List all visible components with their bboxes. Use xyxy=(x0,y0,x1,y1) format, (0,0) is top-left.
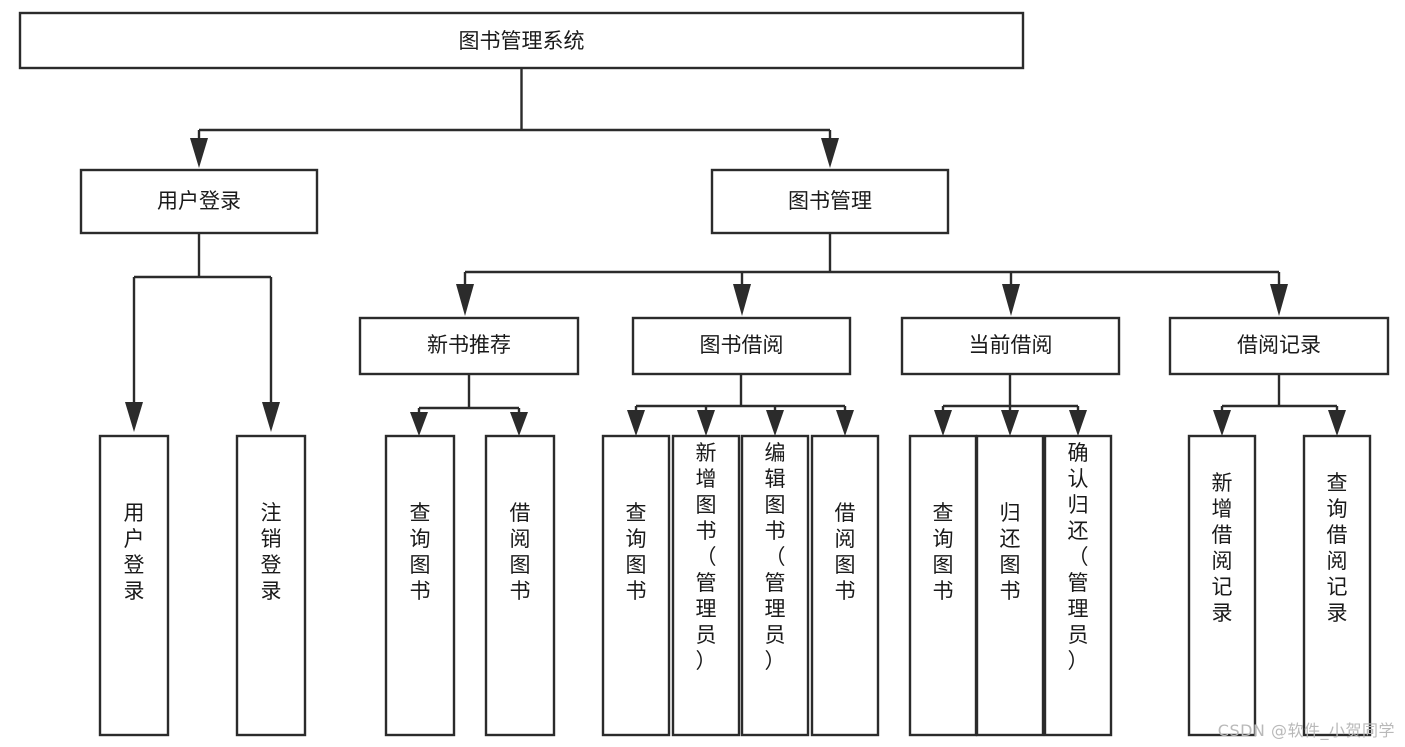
node-leaf-add-book-box[interactable] xyxy=(671,434,741,737)
arrowhead-leaf-query-book-2 xyxy=(627,410,645,436)
node-leaf-query-book-1-label: 查询图书 xyxy=(410,501,431,603)
arrowhead-leaf-return-book xyxy=(1001,410,1019,436)
node-book-borrow[interactable]: 图书借阅 xyxy=(631,316,852,376)
node-leaf-query-book-2-box[interactable] xyxy=(601,434,671,737)
node-leaf-confirm-return-label: 确认归还（管理员） xyxy=(1068,441,1089,673)
node-user-login-label: 用户登录 xyxy=(157,189,241,213)
arrowhead-leaf-user-login xyxy=(125,402,143,432)
node-leaf-query-book-2[interactable]: 查询图书 xyxy=(601,434,671,737)
node-leaf-borrow-book-1-box[interactable] xyxy=(484,434,556,737)
node-leaf-add-record-box[interactable] xyxy=(1187,434,1257,737)
arrowhead-leaf-confirm-return xyxy=(1069,410,1087,436)
arrowhead-to-new-book-rec xyxy=(456,284,474,316)
node-borrow-record-box[interactable] xyxy=(1168,316,1390,376)
arrowhead-leaf-query-book-1 xyxy=(410,412,428,436)
arrowhead-leaf-add-record xyxy=(1213,410,1231,436)
node-leaf-add-book[interactable]: 新增图书（管理员） xyxy=(671,434,741,737)
node-leaf-borrow-book-2[interactable]: 借阅图书 xyxy=(810,434,880,737)
node-leaf-user-logout-box[interactable] xyxy=(235,434,307,737)
arrowhead-leaf-query-book-3 xyxy=(934,410,952,436)
node-leaf-query-book-2-label: 查询图书 xyxy=(626,501,647,603)
node-current-borrow[interactable]: 当前借阅 xyxy=(900,316,1121,376)
node-root[interactable]: 图书管理系统 xyxy=(18,11,1025,70)
arrowhead-leaf-add-book xyxy=(697,410,715,436)
node-root-box[interactable] xyxy=(18,11,1025,70)
node-book-borrow-label: 图书借阅 xyxy=(700,333,784,357)
arrowhead-to-book-manage xyxy=(821,138,839,168)
csdn-watermark: CSDN @软件_小贺同学 xyxy=(1217,721,1395,740)
edge-group xyxy=(125,68,1346,436)
node-leaf-query-book-1[interactable]: 查询图书 xyxy=(384,434,456,737)
node-root-label: 图书管理系统 xyxy=(459,29,585,53)
node-leaf-edit-book-label: 编辑图书（管理员） xyxy=(765,441,786,673)
arrowhead-leaf-edit-book xyxy=(766,410,784,436)
node-leaf-add-record-label: 新增借阅记录 xyxy=(1212,471,1233,625)
arrowhead-to-borrow-record xyxy=(1270,284,1288,316)
node-leaf-confirm-return-box[interactable] xyxy=(1043,434,1113,737)
node-leaf-borrow-book-2-box[interactable] xyxy=(810,434,880,737)
node-leaf-user-logout[interactable]: 注销登录 xyxy=(235,434,307,737)
arrowhead-leaf-borrow-book-2 xyxy=(836,410,854,436)
node-leaf-return-book-box[interactable] xyxy=(975,434,1045,737)
arrowhead-leaf-borrow-book-1 xyxy=(510,412,528,436)
node-user-login[interactable]: 用户登录 xyxy=(79,168,319,235)
node-leaf-borrow-book-1-label: 借阅图书 xyxy=(510,501,531,603)
node-leaf-add-book-label: 新增图书（管理员） xyxy=(696,441,717,673)
node-book-borrow-box[interactable] xyxy=(631,316,852,376)
node-book-manage-label: 图书管理 xyxy=(788,189,872,213)
node-leaf-query-book-3-box[interactable] xyxy=(908,434,978,737)
node-leaf-borrow-book-2-label: 借阅图书 xyxy=(835,501,856,603)
node-new-book-rec[interactable]: 新书推荐 xyxy=(358,316,580,376)
arrowhead-to-book-borrow xyxy=(733,284,751,316)
node-user-login-box[interactable] xyxy=(79,168,319,235)
node-leaf-user-login[interactable]: 用户登录 xyxy=(98,434,170,737)
node-leaf-query-book-3-label: 查询图书 xyxy=(933,501,954,603)
node-new-book-rec-box[interactable] xyxy=(358,316,580,376)
node-borrow-record[interactable]: 借阅记录 xyxy=(1168,316,1390,376)
node-leaf-query-record-box[interactable] xyxy=(1302,434,1372,737)
node-borrow-record-label: 借阅记录 xyxy=(1237,333,1321,357)
arrowhead-leaf-user-logout xyxy=(262,402,280,432)
node-leaf-return-book-label: 归还图书 xyxy=(1000,501,1021,603)
node-current-borrow-box[interactable] xyxy=(900,316,1121,376)
node-book-manage[interactable]: 图书管理 xyxy=(710,168,950,235)
node-leaf-user-login-label: 用户登录 xyxy=(124,501,145,603)
node-leaf-query-book-3[interactable]: 查询图书 xyxy=(908,434,978,737)
node-leaf-user-logout-label: 注销登录 xyxy=(261,501,282,603)
node-leaf-return-book[interactable]: 归还图书 xyxy=(975,434,1045,737)
node-leaf-borrow-book-1[interactable]: 借阅图书 xyxy=(484,434,556,737)
node-leaf-confirm-return[interactable]: 确认归还（管理员） xyxy=(1043,434,1113,737)
node-leaf-query-record[interactable]: 查询借阅记录 xyxy=(1302,434,1372,737)
node-leaf-query-record-label: 查询借阅记录 xyxy=(1327,471,1348,625)
node-leaf-user-login-box[interactable] xyxy=(98,434,170,737)
node-new-book-rec-label: 新书推荐 xyxy=(427,333,511,357)
node-leaf-add-record[interactable]: 新增借阅记录 xyxy=(1187,434,1257,737)
node-book-manage-box[interactable] xyxy=(710,168,950,235)
arrowhead-to-current-borrow xyxy=(1002,284,1020,316)
arrowhead-leaf-query-record xyxy=(1328,410,1346,436)
node-current-borrow-label: 当前借阅 xyxy=(969,333,1053,357)
node-leaf-query-book-1-box[interactable] xyxy=(384,434,456,737)
arrowhead-to-user-login xyxy=(190,138,208,168)
node-leaf-edit-book[interactable]: 编辑图书（管理员） xyxy=(740,434,810,737)
node-leaf-edit-book-box[interactable] xyxy=(740,434,810,737)
